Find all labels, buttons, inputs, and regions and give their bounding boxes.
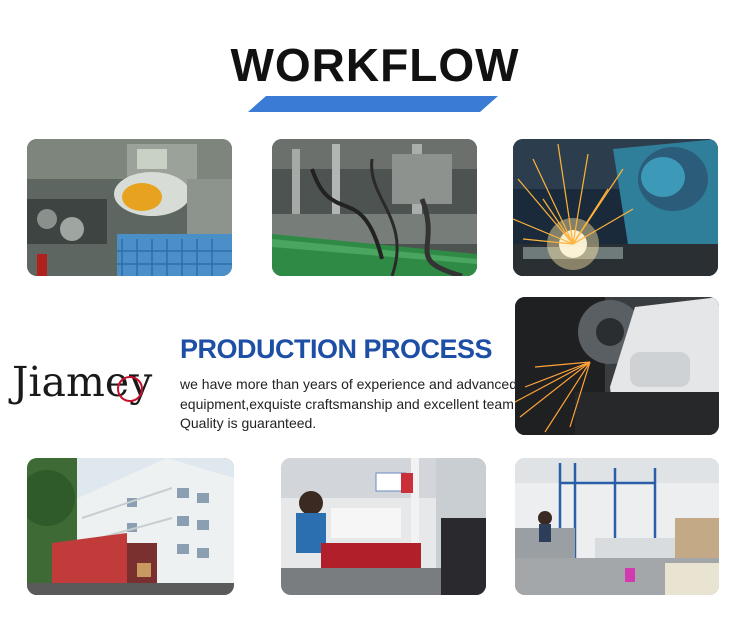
photo-sewing-workshop: [281, 458, 486, 595]
description-line: Quality is guaranteed.: [180, 415, 317, 431]
photo-machining-equipment: [27, 139, 232, 276]
title-underline-bar: [248, 96, 498, 112]
logo-swoosh-icon: [117, 376, 143, 402]
photo-warehouse-workshop: [515, 458, 719, 595]
logo-text: Jiamey: [12, 358, 153, 406]
brand-logo: Jiamey: [12, 358, 172, 408]
description-line: we have more than years of experience an…: [180, 376, 517, 392]
photo-factory-building: [27, 458, 234, 595]
production-description: we have more than years of experience an…: [180, 375, 518, 434]
photo-assembly-machine: [272, 139, 477, 276]
photo-welding-worker: [513, 139, 718, 276]
photo-grinding-sparks: [515, 297, 719, 435]
page-title: WORKFLOW: [230, 39, 520, 91]
production-heading: PRODUCTION PROCESS: [180, 334, 493, 364]
description-line: equipment,exquiste craftsmanship and exc…: [180, 395, 518, 412]
